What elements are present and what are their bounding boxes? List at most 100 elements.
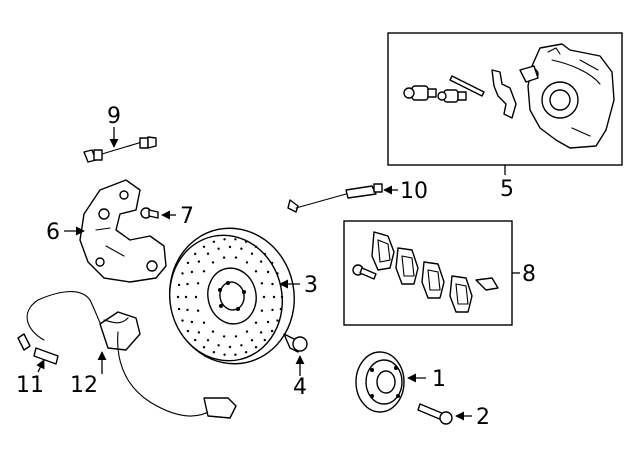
brake-rotor xyxy=(168,227,295,365)
brake-pad-2 xyxy=(395,247,419,285)
rotor-hole xyxy=(211,330,215,333)
rotor-hole xyxy=(186,308,189,312)
dust-shield xyxy=(79,179,167,283)
callout-11: 11 xyxy=(16,373,44,398)
rotor-hole xyxy=(202,270,206,273)
shield-bolt xyxy=(140,207,159,219)
rotor-hole xyxy=(234,353,237,356)
rotor-hole xyxy=(266,270,270,274)
rotor-hole xyxy=(202,245,206,248)
rotor-hole xyxy=(263,252,266,256)
rotor-hole xyxy=(206,252,210,255)
rotor-hole xyxy=(234,238,237,241)
rotor-hole xyxy=(262,295,266,299)
wear-sensor-bolt xyxy=(83,136,157,163)
rotor-hole xyxy=(181,272,184,275)
rotor-hole xyxy=(181,319,184,322)
rotor-hole xyxy=(276,272,279,275)
rotor-hole xyxy=(217,344,220,347)
pad-spring-clip xyxy=(475,277,499,291)
rotor-hole xyxy=(202,346,206,349)
rotor-hole xyxy=(202,321,206,324)
hub-bolt xyxy=(417,403,453,425)
rotor-hole xyxy=(266,320,270,324)
rotor-hole xyxy=(196,282,200,285)
rotor-hole xyxy=(254,321,258,324)
rotor-hole xyxy=(240,247,243,250)
caliper-guide-pin-left xyxy=(403,85,437,101)
caliper-clip xyxy=(491,69,517,119)
rotor-hole xyxy=(196,309,200,312)
callout-5: 5 xyxy=(500,177,514,202)
brake-pad-1 xyxy=(371,231,395,271)
rotor-hole xyxy=(250,339,254,342)
rotor-hole xyxy=(184,295,188,299)
rotor-hole xyxy=(186,329,190,333)
caliper-guide-pin-right xyxy=(437,89,467,103)
rotor-hole xyxy=(271,282,274,286)
brake-wear-sensor-rod xyxy=(449,75,485,97)
rotor-hole xyxy=(217,247,220,250)
rotor-hole xyxy=(280,295,284,299)
rotor-hole xyxy=(260,282,264,285)
rotor-hole xyxy=(176,295,180,299)
rotor-hole xyxy=(263,338,266,342)
rotor-hole xyxy=(271,308,274,312)
rotor-hole xyxy=(190,320,194,324)
callout-1: 1 xyxy=(432,367,446,392)
rotor-hole xyxy=(259,331,263,334)
leader-11 xyxy=(36,359,45,373)
callout-4: 4 xyxy=(293,375,307,400)
abs-sensor xyxy=(17,333,59,365)
caliper-bracket-spring xyxy=(519,65,539,83)
rotor-hole xyxy=(194,295,198,299)
rotor-hole xyxy=(228,345,232,349)
rotor-hole xyxy=(245,261,249,264)
callout-7: 7 xyxy=(180,204,194,229)
rotor-hole xyxy=(223,238,226,241)
callout-8: 8 xyxy=(522,262,536,287)
rotor-hole xyxy=(250,252,254,255)
rotor-hole xyxy=(254,346,258,349)
rotor-hole xyxy=(197,331,201,334)
rotor-hole xyxy=(260,309,264,312)
callout-3: 3 xyxy=(304,273,318,298)
wheel-hub xyxy=(355,351,405,413)
brake-pad-4 xyxy=(449,275,473,313)
rotor-hole xyxy=(177,283,181,287)
rotor-hole xyxy=(190,270,194,274)
brake-pad-3 xyxy=(421,261,445,299)
rotor-screw xyxy=(283,333,308,353)
callout-2: 2 xyxy=(476,405,490,430)
rotor-hole xyxy=(186,282,189,286)
rotor-hole xyxy=(234,335,238,338)
rotor-hole xyxy=(270,329,274,333)
callout-10: 10 xyxy=(400,179,428,204)
rotor-hole xyxy=(194,338,197,342)
rotor-hole xyxy=(211,261,215,264)
rotor-hole xyxy=(177,307,181,311)
rotor-hole xyxy=(244,351,248,354)
rotor-hole xyxy=(186,261,190,265)
rotor-hole xyxy=(244,240,248,243)
callout-9: 9 xyxy=(107,104,121,129)
rotor-hole xyxy=(276,319,279,322)
rotor-drill-holes xyxy=(176,238,284,356)
rotor-hole xyxy=(254,245,258,248)
rotor-hole xyxy=(223,353,226,356)
rotor-hole xyxy=(259,260,263,263)
rotor-hole xyxy=(272,295,276,299)
wear-sensor xyxy=(287,183,383,213)
rotor-hole xyxy=(240,344,243,347)
rotor-hole xyxy=(206,339,210,342)
caliper-assembly xyxy=(527,43,615,149)
rotor-hole xyxy=(194,252,197,256)
rotor-hole xyxy=(222,256,226,259)
abs-sensor-harness xyxy=(26,291,237,419)
pad-bolt xyxy=(352,264,377,280)
rotor-hole xyxy=(270,261,274,265)
rotor-hole xyxy=(212,351,216,354)
callout-12: 12 xyxy=(70,373,98,398)
